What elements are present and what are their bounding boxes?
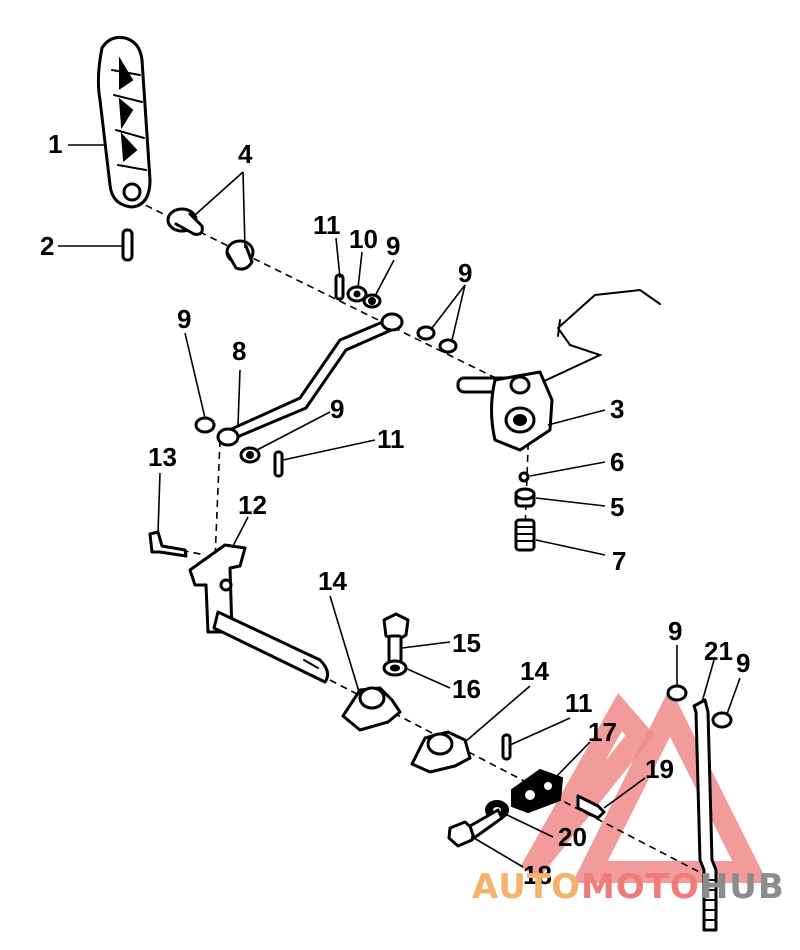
clip-part-9e [239, 446, 261, 464]
clip-part-9d [194, 416, 216, 434]
callout-14-left: 14 [318, 566, 347, 596]
callout-15: 15 [452, 628, 481, 658]
callout-1: 1 [48, 129, 62, 159]
washer-part-16 [382, 659, 408, 677]
callout-16: 16 [452, 674, 481, 704]
clevis-part-17 [511, 768, 564, 814]
cotter-pin-part-11c [501, 733, 512, 761]
spring-part-7 [514, 518, 536, 552]
callout-19: 19 [645, 754, 674, 784]
callout-9-rod-right: 9 [736, 648, 750, 678]
watermark-moto: MOTO [581, 867, 700, 907]
bushing-part-4a [166, 207, 204, 236]
callout-6: 6 [610, 447, 624, 477]
cam-plate-part-3 [456, 288, 661, 452]
callout-10: 10 [349, 224, 378, 254]
callout-3: 3 [610, 394, 624, 424]
leader-lines [58, 144, 741, 868]
clip-part-9g [711, 711, 733, 729]
callout-13: 13 [148, 442, 177, 472]
callout-4: 4 [238, 139, 253, 169]
callout-9-rod-left: 9 [668, 616, 682, 646]
detent-cap-part-5 [514, 487, 536, 508]
clip-part-9b [416, 325, 436, 341]
callout-17: 17 [588, 717, 617, 747]
bolt-part-18 [447, 808, 504, 848]
callout-20: 20 [558, 822, 587, 852]
mount-bracket-part-14a [341, 686, 402, 732]
clip-part-9c [438, 338, 458, 354]
hand-lever-part-1 [96, 36, 152, 209]
cotter-pin-part-11b [273, 450, 284, 478]
callout-12: 12 [238, 490, 267, 520]
callout-5: 5 [610, 492, 624, 522]
callout-8: 8 [232, 336, 246, 366]
shift-lever-part-12 [188, 543, 330, 684]
watermark-hub: HUB [700, 867, 785, 907]
callout-9-mid: 9 [330, 394, 344, 424]
callout-7: 7 [612, 546, 626, 576]
callout-18: 18 [523, 860, 552, 890]
bolt-part-13 [148, 530, 188, 558]
callout-9-left: 9 [177, 304, 191, 334]
callout-11-mid: 11 [377, 424, 405, 454]
pin-part-19 [576, 794, 606, 820]
bolt-part-15 [382, 612, 410, 664]
clip-part-9a [362, 293, 382, 309]
ball-part-6 [518, 471, 530, 483]
callout-9-top: 9 [386, 231, 400, 261]
cotter-pin-part-11a [334, 273, 345, 301]
washer-part-10 [346, 285, 368, 303]
shift-rod-part-21 [692, 698, 718, 932]
svg-text:AUTOMOTOHUB: AUTOMOTOHUB [472, 867, 785, 907]
callout-9-right: 9 [458, 258, 472, 288]
mount-bracket-part-14b [410, 730, 472, 774]
callout-14-right: 14 [520, 656, 549, 686]
callout-11-bottom: 11 [565, 688, 593, 718]
callout-numbers: 1 2 3 4 5 6 7 8 9 9 9 9 9 9 10 11 11 11 … [40, 129, 750, 890]
clip-part-9f [666, 684, 688, 702]
bushing-part-4b [225, 239, 255, 271]
pin-part-2 [121, 228, 134, 262]
link-rod-part-8 [216, 312, 404, 447]
watermark-auto: AUTO [472, 867, 581, 907]
callout-2: 2 [40, 231, 54, 261]
callout-11-top: 11 [313, 210, 341, 240]
callout-21: 21 [704, 636, 733, 666]
watermark-text: AUTOMOTOHUB [472, 867, 785, 907]
